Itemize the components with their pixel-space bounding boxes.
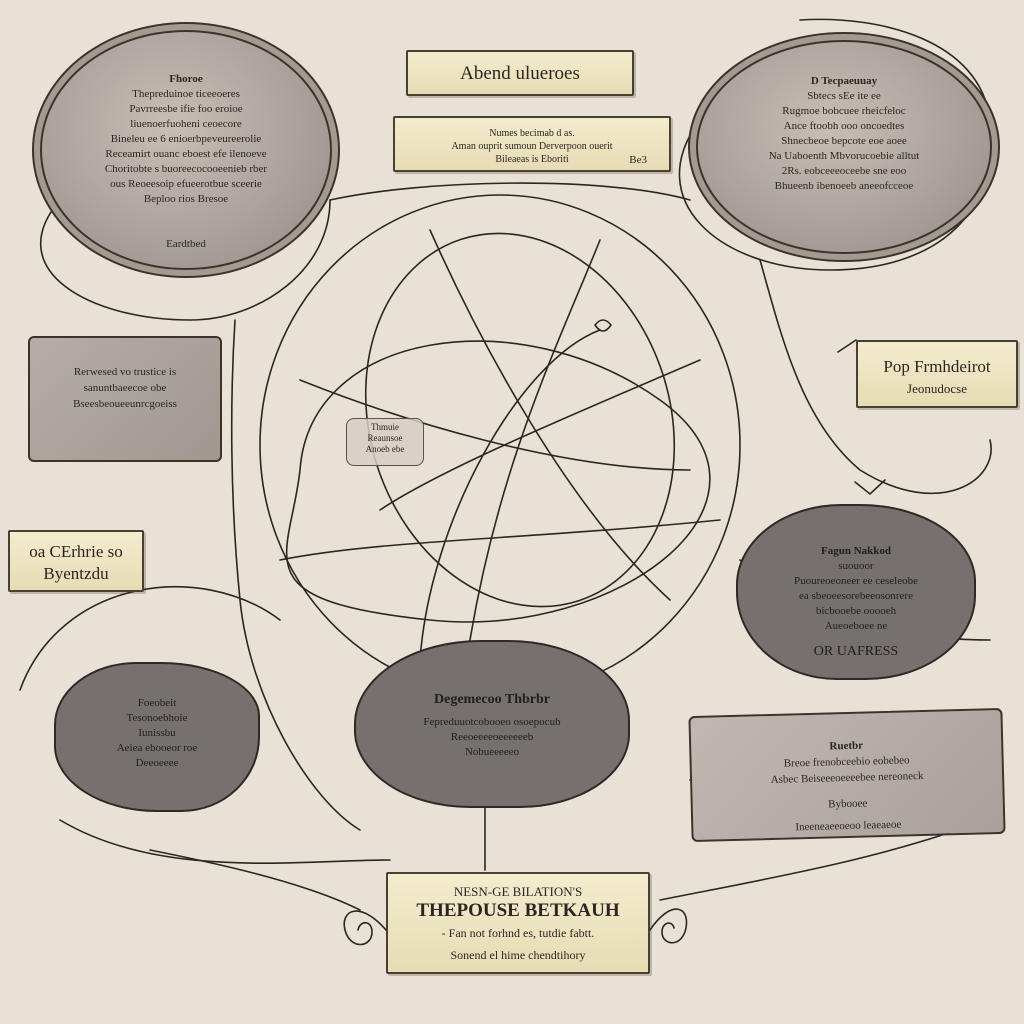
blob-center-line: Reeoeeeeoeeeeeeb bbox=[450, 731, 534, 743]
tag-left-line: oa CErhrie so bbox=[29, 542, 123, 561]
header-subtitle-note: Be3 bbox=[629, 154, 647, 166]
central-knot bbox=[594, 319, 612, 332]
center-note-line: Thmuie bbox=[371, 422, 399, 432]
blob-left-line: Aeiea ebooeor roe bbox=[116, 742, 198, 754]
tag-left-node: oa CErhrie so Byentzdu bbox=[8, 530, 144, 592]
central-line-b bbox=[419, 329, 601, 661]
central-line-c bbox=[429, 229, 671, 601]
arrow-right-tag bbox=[837, 339, 857, 353]
center-note-line: Reaunsoe bbox=[367, 433, 403, 443]
wire-left-lower bbox=[59, 819, 391, 864]
oval-left-line: Beploo rios Bresoe bbox=[143, 193, 229, 205]
panel-left-line: sanuntbaeecoe obe bbox=[83, 382, 167, 394]
tag-bottom-line: Sonend el hime chendtihory bbox=[450, 948, 586, 962]
blob-right-line: suouoor bbox=[838, 560, 874, 572]
oval-left-line: Bineleu ee 6 enioerbpeveureerolie bbox=[110, 133, 262, 145]
oval-left-line: liuenoerfuoheni ceoecore bbox=[130, 118, 242, 130]
blob-left-line: Foeobeit bbox=[137, 697, 177, 709]
blob-center-line: Nobueeeeeo bbox=[464, 746, 520, 758]
central-line-d bbox=[469, 239, 601, 641]
center-note-node: Thmuie Reaunsoe Anoeb ebe bbox=[346, 418, 424, 466]
tag-bottom-node: NESN-GE BILATION'S THEPOUSE BETKAUH - Fa… bbox=[386, 872, 650, 974]
oval-left-line: ous Reoeesoip efueerotbue sceerie bbox=[110, 178, 262, 190]
header-title: Abend ulueroes bbox=[460, 63, 580, 84]
oval-left-line: Choritobte s buoreecocooeenieb rber bbox=[104, 163, 268, 175]
header-subtitle-line: Bileaeas is Eboriti bbox=[495, 154, 569, 165]
tag-right-node: Pop Frmhdeirot Jeonudocse bbox=[856, 340, 1018, 408]
oval-left-line: Pavrreesbe ifie foo eroioe bbox=[129, 103, 243, 115]
central-loop-tilted bbox=[285, 340, 711, 623]
panel-left-line: Bseesbeoueeunrcgoeiss bbox=[73, 398, 177, 410]
tag-right-line: Jeonudocse bbox=[907, 381, 967, 396]
oval-left-line: Thepreduinoe ticeeoeres bbox=[132, 88, 240, 100]
blob-left-line: Tesonoebhoie bbox=[126, 712, 188, 724]
blob-right-title: Fagun Nakkod bbox=[820, 545, 891, 557]
blob-left-line: Deeoeeee bbox=[135, 757, 179, 769]
tag-left-line: Byentzdu bbox=[43, 564, 109, 583]
wire-left-oval-loop bbox=[39, 199, 331, 321]
panel-right-sub: Bybooee bbox=[828, 797, 868, 811]
blob-right-line: Puoureoeoneer ee ceseleobe bbox=[794, 575, 918, 587]
panel-right-footer: Ineeneaeeoeoo leaeaeoe bbox=[795, 818, 902, 834]
arrow-right-blob bbox=[854, 479, 886, 496]
header-subtitle-line: Aman ouprit sumoun Derverpoon ouerit bbox=[451, 141, 613, 152]
panel-left-line: Rerwesed vo trustice is bbox=[73, 366, 177, 378]
tag-bottom-line: - Fan not forhnd es, tutdie fabtt. bbox=[441, 926, 595, 940]
tag-right-line: Pop Frmhdeirot bbox=[883, 357, 991, 376]
blob-center-node: Degemecoo Thbrbr Fepreduuotcobooeo osoep… bbox=[354, 640, 630, 808]
panel-left-node: Rerwesed vo trustice is sanuntbaeecoe ob… bbox=[28, 336, 222, 462]
blob-right-line: Aueoeboee ne bbox=[824, 620, 888, 632]
wire-right-side bbox=[759, 259, 992, 495]
wire-bottom-left bbox=[149, 849, 361, 911]
oval-left-line: Receamirt ouanc eboest efe ilenoeve bbox=[105, 148, 267, 160]
oval-right-line: Shnecbeoe bepcote eoe aoee bbox=[781, 135, 907, 147]
blob-left-line: Iunissbu bbox=[138, 727, 176, 739]
tag-bottom-title: THEPOUSE BETKAUH bbox=[416, 900, 620, 921]
blob-right-node: Fagun Nakkod suouoor Puoureoeoneer ee ce… bbox=[736, 504, 976, 680]
central-line-a bbox=[379, 359, 701, 511]
oval-right-line: Ance ftoobh ooo oncoedtes bbox=[783, 120, 905, 132]
oval-right-title: D Tecpaeuuay bbox=[810, 75, 878, 87]
scroll-curl-left bbox=[343, 910, 387, 946]
blob-right-footer: OR UAFRESS bbox=[813, 644, 899, 659]
blob-right-line: bicbooebe ooooeh bbox=[815, 605, 897, 617]
header-subtitle-tag: Numes becimab d as. Aman ouprit sumoun D… bbox=[393, 116, 671, 172]
oval-left-node: Fhoroe Thepreduinoe ticeeoeres Pavrreesb… bbox=[40, 30, 332, 270]
blob-center-title: Degemecoo Thbrbr bbox=[434, 692, 550, 707]
panel-right-node: Ruetbr Breoe frenobceebio eobebeo Asbec … bbox=[688, 707, 1006, 843]
center-note-line: Anoeb ebe bbox=[365, 444, 405, 454]
central-loop-inner bbox=[364, 232, 676, 608]
header-title-tag: Abend ulueroes bbox=[406, 50, 634, 96]
oval-right-line: Sbtecs sEe ite ee bbox=[807, 90, 881, 102]
central-line-e bbox=[279, 519, 721, 561]
central-line-f bbox=[299, 379, 691, 471]
oval-right-line: Bhueenb ibenoeeb aneeofcceoe bbox=[774, 180, 914, 192]
oval-right-line: Rugmoe bobcuee rheicfeloc bbox=[782, 105, 906, 117]
oval-right-line: Na Uaboenth Mbvorucoebie alltut bbox=[768, 150, 920, 162]
tag-bottom-line: NESN-GE BILATION'S bbox=[453, 884, 583, 899]
wire-left-side bbox=[230, 319, 361, 831]
wire-right-oval-loop bbox=[678, 18, 992, 271]
oval-left-title: Fhoroe bbox=[169, 73, 203, 85]
blob-right-line: ea sbeoeesorebeeosonrere bbox=[799, 590, 913, 602]
blob-center-line: Fepreduuotcobooeo osoepocub bbox=[423, 716, 561, 728]
wire-top-arc bbox=[329, 182, 691, 201]
blob-left-node: Foeobeit Tesonoebhoie Iunissbu Aeiea ebo… bbox=[54, 662, 260, 812]
header-subtitle-line: Numes becimab d as. bbox=[489, 128, 575, 139]
oval-right-line: 2Rs. eobceeeoceebe sne eoo bbox=[781, 165, 907, 177]
oval-left-footer: Eardtbed bbox=[166, 238, 206, 250]
oval-right-node: D Tecpaeuuay Sbtecs sEe ite ee Rugmoe bo… bbox=[696, 40, 992, 254]
scroll-curl-right bbox=[649, 908, 688, 944]
